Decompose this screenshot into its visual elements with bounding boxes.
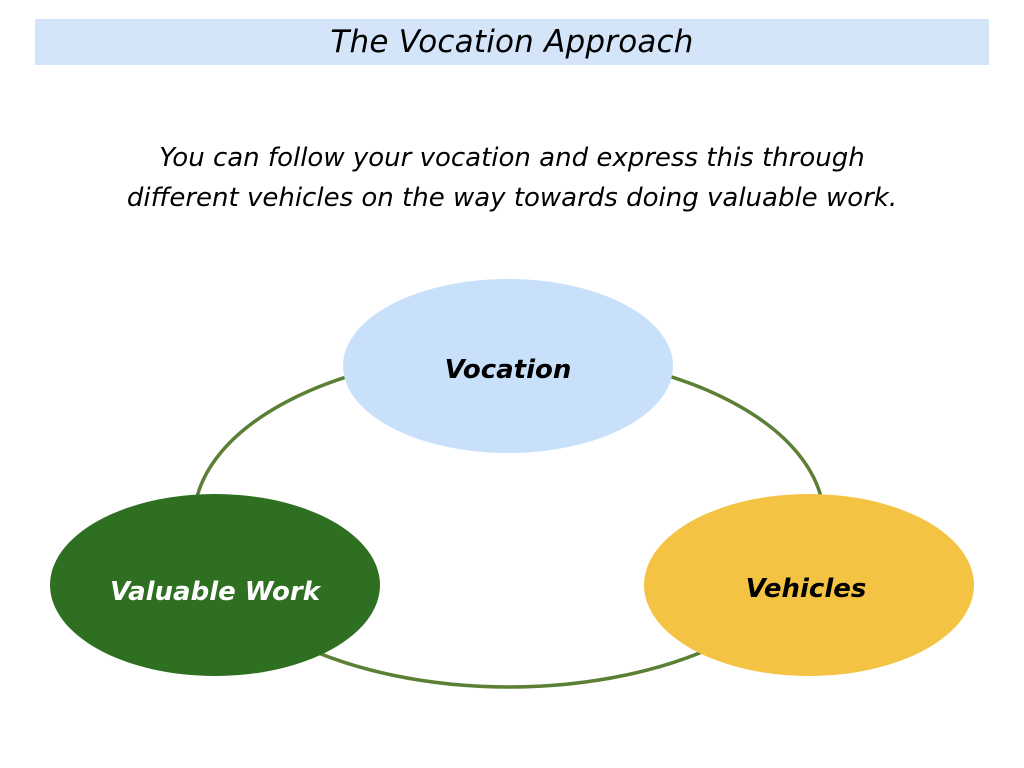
node-valuable-work: Valuable Work xyxy=(50,494,380,676)
intro-line-1: You can follow your vocation and express… xyxy=(159,143,865,173)
intro-line-2: different vehicles on the way towards do… xyxy=(126,183,898,213)
vocation-label: Vocation xyxy=(445,355,572,385)
title-bar: The Vocation Approach xyxy=(35,19,989,65)
vocation-ellipse xyxy=(343,279,673,453)
valuable-work-ellipse xyxy=(50,494,380,676)
node-vehicles: Vehicles xyxy=(644,494,974,676)
node-vocation: Vocation xyxy=(343,279,673,453)
vehicles-label: Vehicles xyxy=(746,574,867,604)
intro-text: You can follow your vocation and express… xyxy=(0,138,1024,218)
vehicles-ellipse xyxy=(644,494,974,676)
page-title: The Vocation Approach xyxy=(330,24,694,60)
valuable-work-label: Valuable Work xyxy=(110,577,322,607)
